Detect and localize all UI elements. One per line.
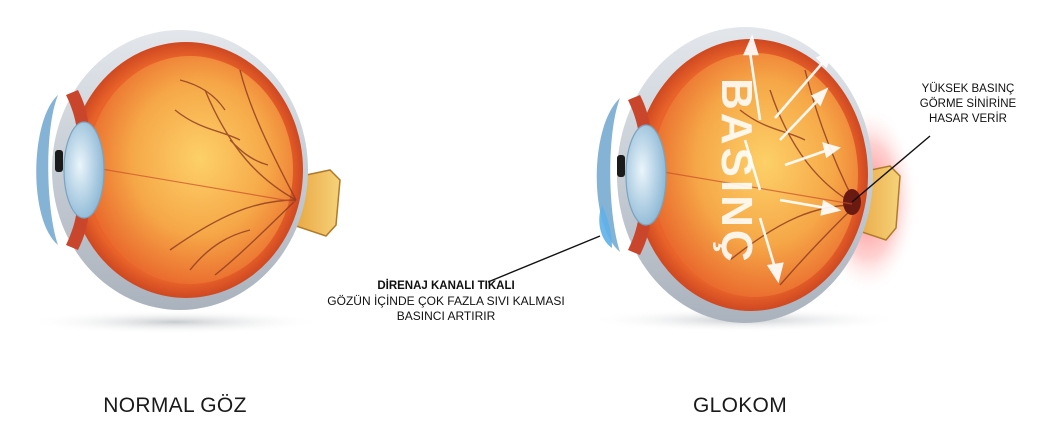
glaucoma-caption: GLOKOM [650, 394, 830, 418]
normal-eye [25, 30, 340, 334]
pressure-line-1: YÜKSEK BASINÇ [912, 82, 1024, 97]
pupil [617, 155, 625, 177]
pressure-line-2: GÖRME SİNİRİNE [912, 97, 1024, 112]
pupil [55, 150, 63, 172]
vitreous-body [87, 56, 293, 284]
drainage-line-2: BASINCI ARTIRIR [326, 309, 566, 324]
lens [64, 122, 104, 218]
drainage-title: DİRENAJ KANALI TIKALI [326, 279, 566, 294]
drainage-annotation: DİRENAJ KANALI TIKALI GÖZÜN İÇİNDE ÇOK F… [326, 279, 566, 324]
pressure-line-3: HASAR VERİR [912, 112, 1024, 127]
drainage-line-1: GÖZÜN İÇİNDE ÇOK FAZLA SIVI KALMASI [326, 294, 566, 309]
lens [626, 125, 666, 225]
pressure-word: BASINÇ [712, 78, 761, 265]
normal-eye-caption: NORMAL GÖZ [70, 394, 280, 418]
pressure-annotation: YÜKSEK BASINÇ GÖRME SİNİRİNE HASAR VERİR [912, 82, 1024, 127]
drainage-leader-line [488, 236, 600, 282]
normal-eye-shadow [25, 310, 325, 334]
